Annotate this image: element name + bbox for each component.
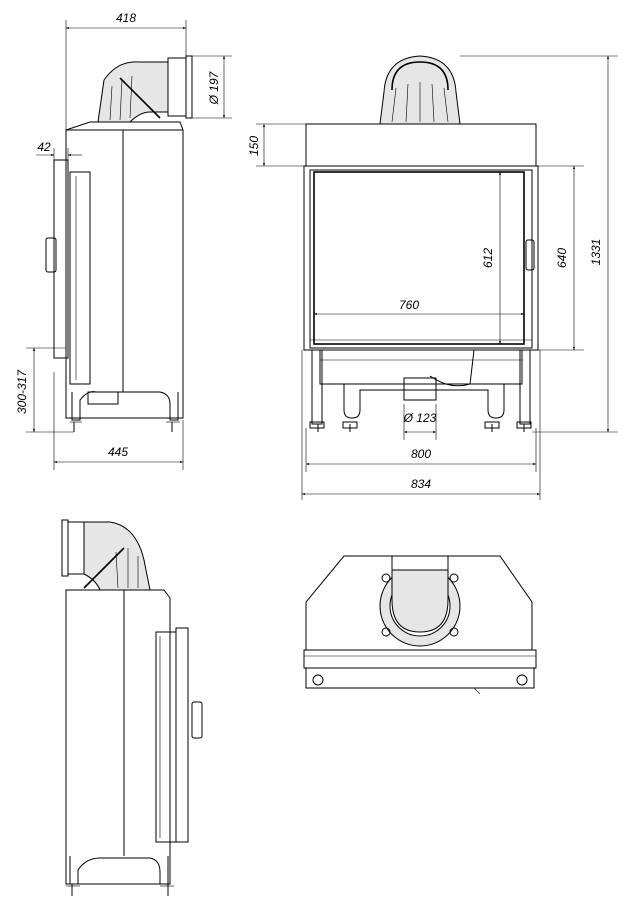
side-view-left: 418 Ø 197 42 300-317 445 [15,11,232,470]
dim-total-height: 1331 [589,239,603,266]
dim-glass-width: 760 [399,298,419,312]
dim-air-inlet-diameter: Ø 123 [403,411,437,425]
dim-side-depth: 445 [108,445,128,459]
dim-top-height: 150 [247,136,261,156]
dim-body-width: 800 [411,447,431,461]
front-view: 150 612 640 1331 760 Ø 123 800 834 [247,55,618,500]
dim-side-height-range: 300-317 [15,369,29,414]
dim-side-top-width: 418 [116,11,136,25]
dim-flue-diameter: Ø 197 [207,70,221,105]
dim-glass-height: 612 [481,248,495,268]
dim-front-offset: 42 [37,140,51,154]
side-view-right [61,519,203,896]
dim-total-width: 834 [411,477,431,491]
top-view [303,555,537,695]
dim-door-height: 640 [555,248,569,268]
